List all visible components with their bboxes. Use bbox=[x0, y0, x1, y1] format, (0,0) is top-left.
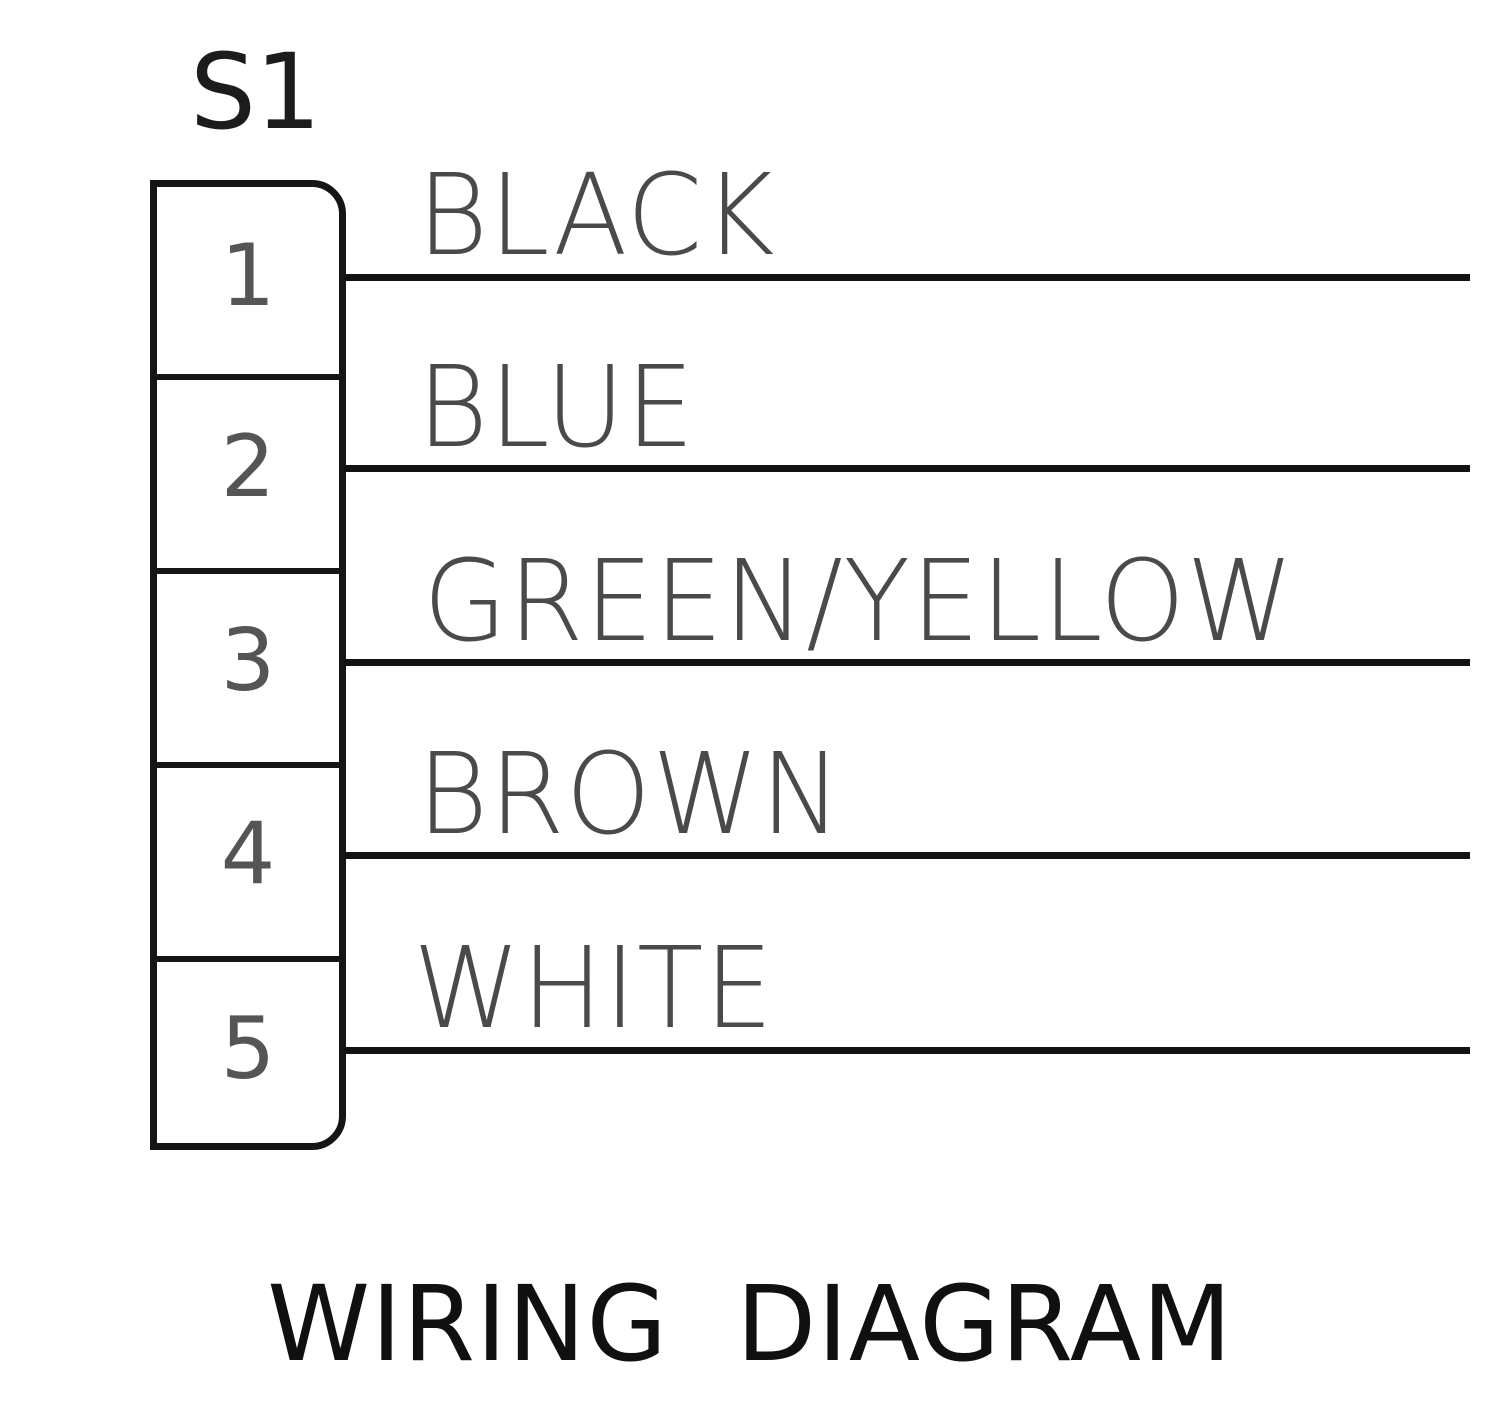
connector-block-s1 bbox=[150, 180, 346, 1150]
terminal-number-1: 1 bbox=[220, 226, 276, 326]
wire-label-5-white: WHITE bbox=[413, 924, 775, 1054]
wire-label-4-brown: BROWN bbox=[417, 730, 843, 860]
wire-line-2-blue bbox=[344, 465, 1470, 472]
diagram-caption: WIRING DIAGRAM bbox=[267, 1263, 1233, 1385]
terminal-divider-3-4 bbox=[150, 762, 346, 768]
connector-designator-label: S1 bbox=[190, 31, 321, 153]
terminal-divider-4-5 bbox=[150, 956, 346, 962]
terminal-number-5: 5 bbox=[220, 999, 276, 1099]
terminal-number-2: 2 bbox=[220, 417, 276, 517]
wire-label-1-black: BLACK bbox=[417, 151, 776, 281]
terminal-number-4: 4 bbox=[220, 804, 276, 904]
wire-label-2-blue: BLUE bbox=[417, 343, 696, 473]
terminal-divider-1-2 bbox=[150, 374, 346, 380]
wire-line-5-white bbox=[344, 1047, 1470, 1054]
wire-line-1-black bbox=[344, 274, 1470, 281]
terminal-divider-2-3 bbox=[150, 568, 346, 574]
wire-line-4-brown bbox=[344, 852, 1470, 859]
wire-label-3-green-yellow: GREEN/YELLOW bbox=[423, 537, 1295, 667]
wire-line-3-green-yellow bbox=[344, 659, 1470, 666]
terminal-number-3: 3 bbox=[220, 611, 276, 711]
